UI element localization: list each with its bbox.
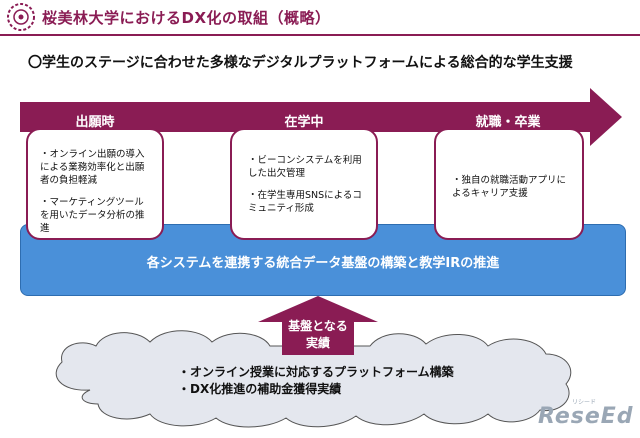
list-item: ・DX化推進の補助金獲得実績 <box>178 382 342 396</box>
list-item: ・ビーコンシステムを利用した出欠管理 <box>248 155 362 179</box>
section-subtitle: 〇学生のステージに合わせた多様なデジタルプラットフォームによる総合的な学生支援 <box>28 55 573 71</box>
foundation-label: 基盤となる 実績 <box>278 318 358 352</box>
stage-card-enrolled: ・ビーコンシステムを利用した出欠管理 ・在学生専用SNSによるコミュニティ形成 <box>230 128 378 240</box>
stage-label-application: 出願時 <box>75 115 115 130</box>
university-seal-icon <box>7 3 35 31</box>
header-divider <box>0 34 640 36</box>
list-item: ・オンライン出願の導入による業務効率化と出願者の負担軽減 <box>40 149 145 186</box>
foundation-label-line2: 実績 <box>305 336 330 350</box>
stage-card-application: ・オンライン出願の導入による業務効率化と出願者の負担軽減 ・マーケティングツール… <box>26 128 164 240</box>
stage-card-career: ・独自の就職活動アプリによるキャリア支援 <box>434 128 584 240</box>
page-title: 桜美林大学におけるDX化の取組（概略） <box>42 9 331 27</box>
list-item: ・マーケティングツールを用いたデータ分析の推進 <box>40 197 145 234</box>
foundation-label-line1: 基盤となる <box>288 319 348 333</box>
list-item: ・在学生専用SNSによるコミュニティ形成 <box>248 190 362 214</box>
page-header: 桜美林大学におけるDX化の取組（概略） <box>0 0 640 34</box>
integration-band-text: 各システムを連携する統合データ基盤の構築と教学IRの推進 <box>146 256 500 271</box>
stage-label-career: 就職・卒業 <box>475 115 541 130</box>
list-item: ・オンライン授業に対応するプラットフォーム構築 <box>178 365 454 379</box>
watermark-kana: リシード <box>572 399 597 406</box>
foundation-list: ・オンライン授業に対応するプラットフォーム構築 ・DX化推進の補助金獲得実績 <box>178 364 454 398</box>
list-item: ・独自の就職活動アプリによるキャリア支援 <box>452 175 567 199</box>
stage-label-enrolled: 在学中 <box>284 115 324 130</box>
watermark-logo: ReseEd <box>538 404 634 429</box>
